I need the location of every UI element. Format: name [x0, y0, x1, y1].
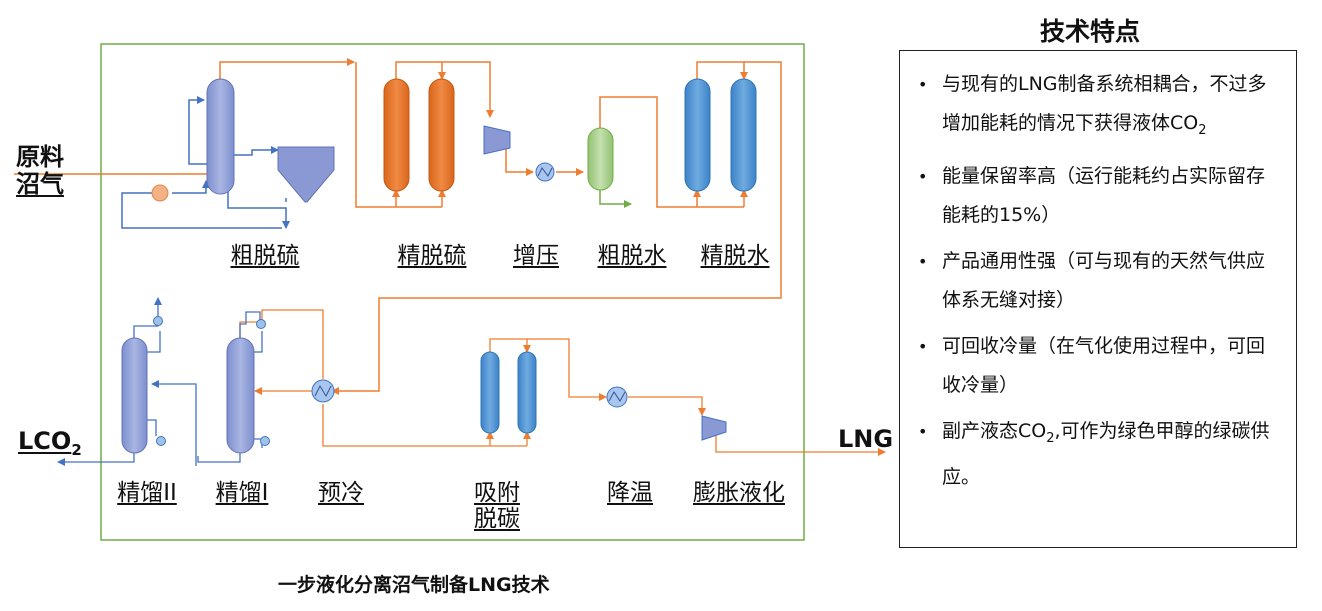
- stage-rectification-2: 精馏II: [117, 480, 177, 506]
- precooling-heat-exchanger-coil: [314, 384, 332, 398]
- diagram-caption: 一步液化分离沼气制备LNG技术: [278, 574, 550, 596]
- feature-item: 产品通用性强（可与现有的天然气供应体系无缝对接）: [914, 242, 1282, 320]
- flow-lines-bottom: [57, 297, 886, 466]
- features-panel: 与现有的LNG制备系统相耦合，不过多增加能耗的情况下获得液体CO2 能量保留率高…: [899, 50, 1297, 548]
- flow-lines-top: [14, 58, 782, 395]
- coarse-dehydration-separator: [587, 127, 614, 191]
- stage-fine-dehydration: 精脱水: [700, 243, 770, 269]
- stage-coarse-desulfurization: 粗脱硫: [230, 243, 300, 269]
- reboiler-2-bottom: [156, 436, 166, 446]
- expander: [701, 415, 727, 441]
- feature-item-subscript: 2: [1046, 430, 1055, 446]
- feature-item-text: 与现有的LNG制备系统相耦合，不过多增加能耗的情况下获得液体CO: [942, 73, 1267, 134]
- feature-item-after: ,可作为绿色甲醇的绿碳供应。: [942, 419, 1270, 488]
- feed-label-line1: 原料: [16, 143, 64, 171]
- lco2-text: LCO: [18, 427, 72, 455]
- fine-dehydration-column-1: [684, 78, 711, 192]
- lco2-output-label: LCO2: [18, 428, 82, 464]
- feature-item: 副产液态CO2,可作为绿色甲醇的绿碳供应。: [914, 412, 1282, 497]
- features-list: 与现有的LNG制备系统相耦合，不过多增加能耗的情况下获得液体CO2 能量保留率高…: [900, 51, 1296, 497]
- stage-expansion-liquefaction: 膨胀液化: [693, 480, 785, 506]
- adsorption-column-1: [480, 351, 500, 434]
- stage-cooling: 降温: [607, 480, 653, 506]
- adsorption-column-2: [517, 351, 537, 434]
- reboiler-1-top: [256, 319, 266, 329]
- stage-adsorption-line2: 脱碳: [474, 506, 520, 532]
- stage-adsorption-line1: 吸附: [474, 480, 520, 506]
- rectification-1-column: [226, 337, 255, 454]
- reboiler-1-bottom: [260, 436, 270, 446]
- feature-item-text: 可回收冷量（在气化使用过程中，可回收冷量）: [942, 334, 1266, 396]
- stage-adsorption: 吸附 脱碳: [474, 480, 520, 532]
- process-frame: [100, 43, 805, 541]
- reboiler-2-top: [153, 316, 163, 326]
- feature-item-text: 产品通用性强（可与现有的天然气供应体系无缝对接）: [942, 249, 1266, 311]
- rectification-2-column: [121, 337, 148, 454]
- feature-item: 与现有的LNG制备系统相耦合，不过多增加能耗的情况下获得液体CO2: [914, 65, 1282, 150]
- fine-dehydration-column-2: [730, 78, 757, 192]
- heat-exchanger-1-coil: [537, 167, 553, 177]
- feed-label-line2: 沼气: [16, 170, 64, 198]
- feature-item-text: 副产液态CO: [942, 419, 1047, 442]
- feed-pump: [151, 184, 169, 202]
- fine-desulfurization-column-2: [428, 78, 455, 192]
- stage-coarse-dehydration: 粗脱水: [597, 243, 667, 269]
- features-title: 技术特点: [1040, 17, 1141, 46]
- stage-fine-desulfurization: 精脱硫: [397, 243, 467, 269]
- compressor: [483, 125, 511, 155]
- feed-label: 原料 沼气: [16, 144, 64, 198]
- feature-item: 能量保留率高（运行能耗约占实际留存能耗的15%）: [914, 157, 1282, 235]
- coarse-desulfurization-column: [206, 78, 235, 195]
- stage-compression: 增压: [513, 243, 559, 269]
- feature-item-text: 能量保留率高（运行能耗约占实际留存能耗的15%）: [942, 164, 1266, 226]
- stage-precooling: 预冷: [318, 480, 364, 506]
- feature-item: 可回收冷量（在气化使用过程中，可回收冷量）: [914, 327, 1282, 405]
- fine-desulfurization-column-1: [383, 78, 410, 192]
- lng-output-label: LNG: [838, 425, 894, 453]
- feature-item-subscript: 2: [1198, 122, 1207, 138]
- stage-rectification-1: 精馏I: [215, 480, 269, 506]
- cooling-heat-exchanger-coil: [608, 391, 626, 402]
- coarse-desulfurization-hopper: [277, 146, 335, 203]
- lco2-subscript: 2: [71, 440, 82, 459]
